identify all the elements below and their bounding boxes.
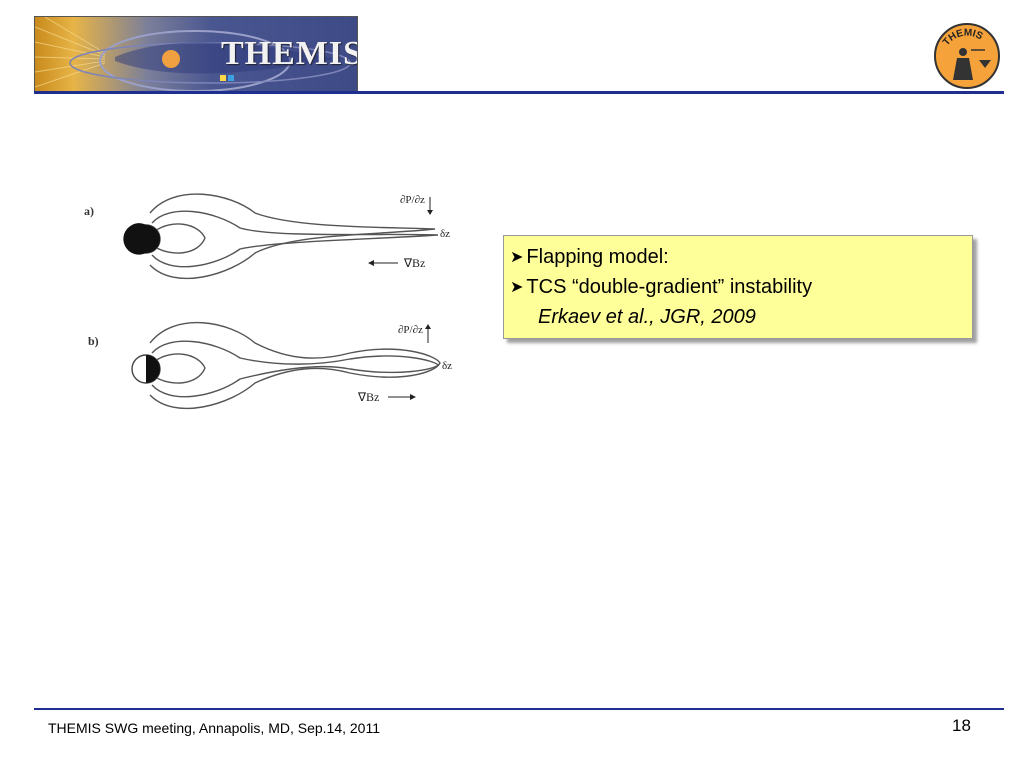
callout-text-2: TCS “double-gradient” instability [526, 276, 813, 298]
callout-box: ➤Flapping model: ➤TCS “double-gradient” … [503, 235, 973, 339]
earth-dark-side-b [146, 355, 160, 383]
earth-dark-side-a [146, 225, 160, 253]
panel-a-field-lines [131, 193, 439, 280]
thickness-a: δz [440, 228, 450, 240]
callout-bullet-2: ➤TCS “double-gradient” instability [510, 276, 812, 299]
panel-a-label: a) [84, 204, 94, 218]
field-gradient-a: ∇Bz [403, 256, 425, 270]
header-rule [34, 91, 1004, 94]
footer-rule [34, 708, 1004, 710]
pressure-gradient-a: ∂P/∂z [400, 194, 425, 206]
field-gradient-b: ∇Bz [357, 390, 379, 404]
footer-meeting-text: THEMIS SWG meeting, Annapolis, MD, Sep.1… [48, 720, 381, 736]
themis-logo: THEMIS [934, 23, 1000, 89]
callout-reference: Erkaev et al., JGR, 2009 [538, 306, 756, 328]
panel-b-label: b) [88, 334, 99, 348]
page-number: 18 [952, 716, 971, 735]
callout-text-1: Flapping model: [526, 246, 669, 268]
flapping-model-diagram: a) b) ∂P/∂z δz ∇Bz ∂P/∂z δz ∇Bz [84, 193, 452, 410]
justice-figure-icon [953, 48, 991, 80]
banner-title: THEMIS [221, 35, 358, 72]
arrow-bullet-icon: ➤ [510, 249, 524, 266]
panel-b-field-lines [131, 322, 441, 410]
thickness-b: δz [442, 360, 452, 372]
pressure-gradient-b: ∂P/∂z [398, 324, 423, 336]
arrow-bullet-icon: ➤ [510, 279, 524, 296]
themis-banner: THEMIS [34, 16, 358, 94]
callout-bullet-1: ➤Flapping model: [510, 246, 669, 269]
magnetosphere-illustration [35, 17, 351, 92]
